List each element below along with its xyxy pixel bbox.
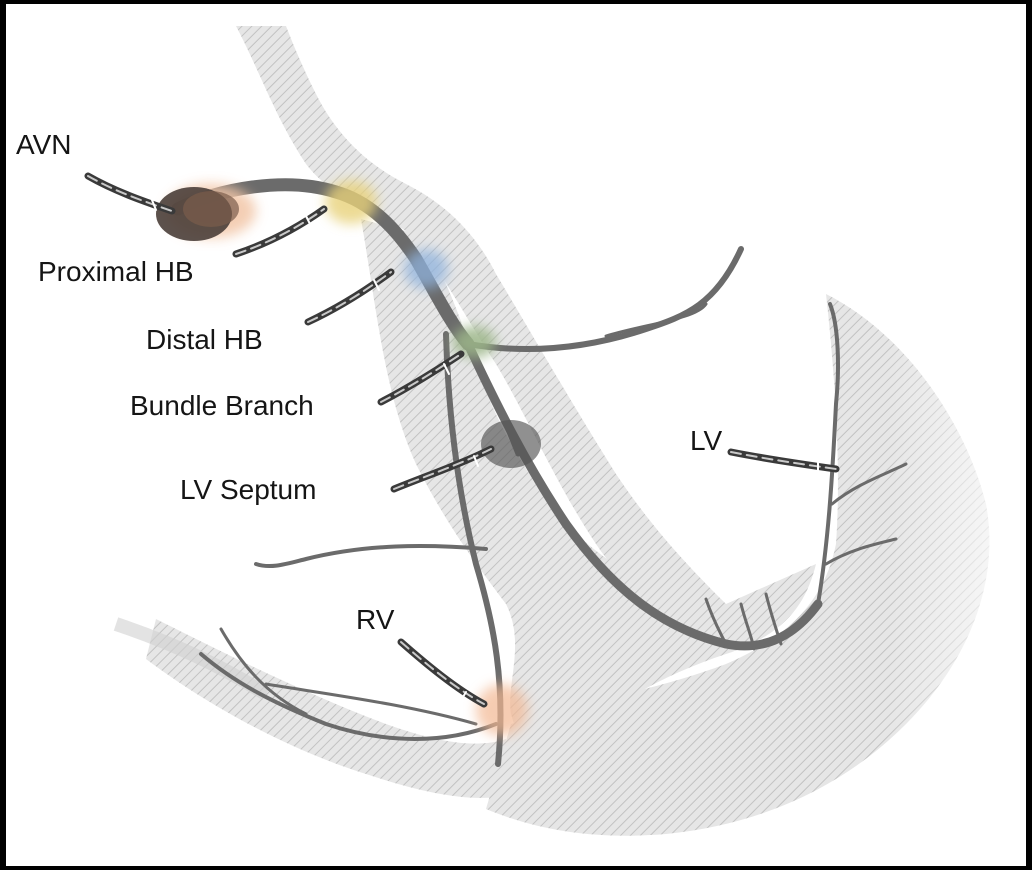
avn-lead	[88, 176, 172, 211]
label-lv-septum: LV Septum	[180, 476, 316, 504]
rv-site	[476, 684, 528, 736]
proximal-hb-site	[325, 180, 377, 224]
label-lv: LV	[690, 427, 722, 455]
lv-lead	[731, 452, 836, 474]
heart-conduction-diagram	[6, 4, 1026, 866]
label-avn: AVN	[16, 131, 72, 159]
rv-lead	[401, 642, 484, 704]
label-rv: RV	[356, 606, 394, 634]
label-bundle-branch: Bundle Branch	[130, 392, 314, 420]
lv-septum-site	[481, 420, 541, 468]
diagram-canvas: AVN Proximal HB Distal HB Bundle Branch …	[6, 4, 1026, 866]
distal-hb-site	[404, 249, 448, 289]
rv-wall-tissue	[146, 619, 516, 798]
label-distal-hb: Distal HB	[146, 326, 263, 354]
label-proximal-hb: Proximal HB	[38, 258, 194, 286]
